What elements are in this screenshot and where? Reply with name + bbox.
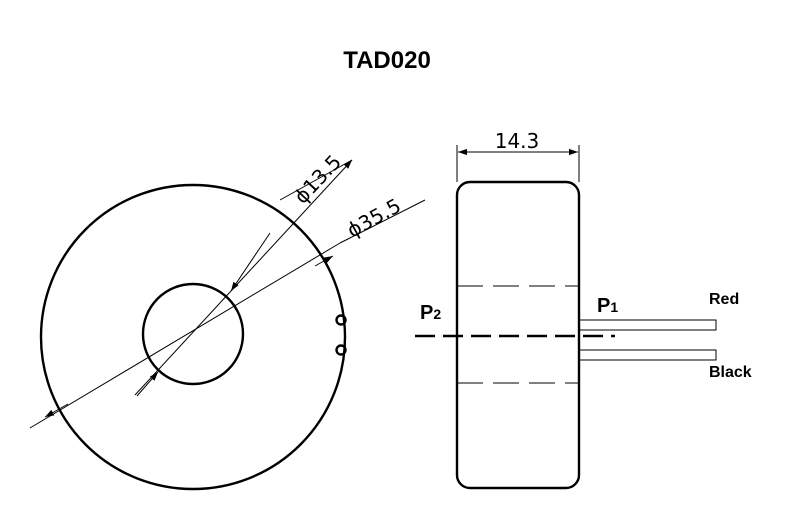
inner-diameter-label: ϕ13.5: [289, 150, 346, 209]
side-view: 14.3 P2 P1 Red Black: [415, 129, 752, 490]
outer-diameter-leader: [29, 242, 341, 429]
inner-arrow-top: [230, 232, 271, 292]
width-label: 14.3: [495, 129, 540, 153]
outer-arrow-left: [44, 403, 69, 418]
black-wire-label: Black: [709, 364, 752, 381]
p2-letter: P: [420, 302, 433, 324]
outer-diameter-extension: [339, 199, 426, 244]
front-view: ϕ13.5 ϕ35.5: [29, 150, 426, 491]
p1-label: P1: [597, 295, 618, 317]
inner-hole-circle: [141, 282, 245, 386]
inner-arrow-bottom: [136, 371, 159, 397]
drawing-title: TAD020: [343, 47, 431, 74]
outer-diameter-label: ϕ35.5: [343, 193, 405, 242]
terminal-hole-upper: [335, 314, 347, 326]
red-wire-label: Red: [709, 291, 739, 308]
red-wire-lead: [578, 319, 717, 331]
p1-letter: P: [597, 295, 610, 317]
p1-subscript: 1: [610, 299, 618, 315]
p2-label: P2: [420, 302, 441, 324]
inner-diameter-extension: [279, 159, 353, 201]
inner-diameter-leader: [134, 159, 353, 396]
black-wire-lead: [578, 349, 717, 361]
terminal-hole-lower: [335, 344, 347, 356]
outer-arrow-right: [314, 255, 334, 267]
p2-subscript: 2: [433, 306, 441, 322]
outer-ring-circle: [39, 183, 347, 491]
